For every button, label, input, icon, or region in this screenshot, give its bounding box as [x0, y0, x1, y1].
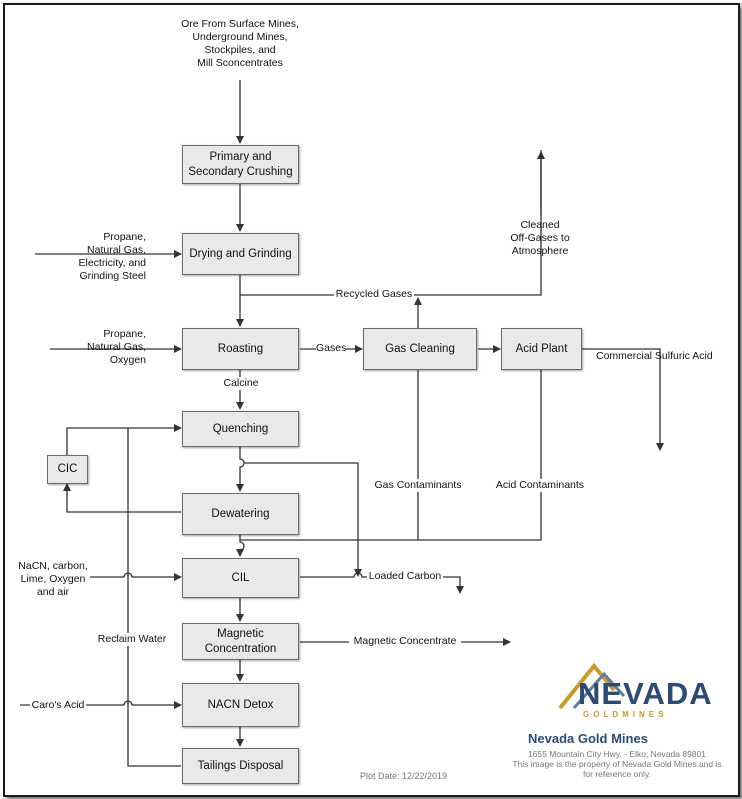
caros-acid-label: Caro's Acid [30, 699, 86, 712]
cic-box: CIC [47, 455, 88, 484]
diagram-frame [3, 3, 740, 797]
dewatering-to-cic-line [63, 483, 181, 513]
quenching-box: Quenching [182, 411, 299, 447]
primary-secondary-crushing-box: Primary and Secondary Crushing [182, 145, 299, 184]
company-address: 1655 Mountain City Hwy. - Elko, Nevada 8… [528, 749, 706, 759]
cleaned-gases-label: Cleaned Off-Gases to Atmosphere [510, 219, 570, 257]
tailings-disposal-box: Tailings Disposal [182, 748, 299, 784]
reclaim-water-line [127, 428, 181, 767]
ore-source-label: Ore From Surface Mines, Underground Mine… [181, 18, 299, 69]
reclaim-water-label: Reclaim Water [96, 633, 168, 646]
dewatering-box: Dewatering [182, 493, 299, 535]
logo-wordmark: NEVADA [578, 676, 713, 711]
company-name: Nevada Gold Mines [528, 731, 648, 746]
cil-inputs-label: NaCN, carbon, Lime, Oxygen and air [18, 560, 88, 598]
sulfuric-acid-label: Commercial Sulfuric Acid [596, 350, 713, 362]
gases-label: Gases [316, 342, 347, 355]
arrow-loaded-carbon [300, 572, 464, 594]
cic-to-quenching-line [66, 424, 182, 455]
roasting-inputs-label: Propane, Natural Gas, Oxygen [87, 328, 146, 366]
arrow-dewatering-to-cil [236, 535, 245, 557]
nacn-detox-box: NACN Detox [182, 683, 299, 727]
nevada-gold-mines-logo-icon [558, 662, 626, 710]
magnetic-concentration-box: Magnetic Concentration [182, 623, 299, 660]
magnetic-concentrate-label: Magnetic Concentrate [349, 635, 461, 648]
loaded-carbon-label: Loaded Carbon [367, 570, 443, 583]
acid-contaminants-line [418, 370, 542, 541]
acid-product-line [582, 348, 664, 451]
arrow-cil-inputs [90, 572, 182, 581]
drying-inputs-label: Propane, Natural Gas, Electricity, and G… [78, 231, 147, 282]
ownership-notice: This image is the property of Nevada Gol… [512, 759, 722, 779]
acid-contaminants-label: Acid Contaminants [492, 479, 588, 492]
arrow-quenching-to-dewatering [236, 447, 245, 492]
plot-date: Plot Date: 12/22/2019 [360, 771, 448, 781]
recycled-gases-label: Recycled Gases [334, 288, 414, 301]
calcine-label: Calcine [222, 377, 260, 390]
logo-subtitle: GOLDMINES [583, 710, 668, 719]
acid-plant-box: Acid Plant [501, 328, 582, 370]
roasting-box: Roasting [182, 328, 299, 370]
gas-cleaning-box: Gas Cleaning [363, 328, 477, 370]
drying-grinding-box: Drying and Grinding [182, 233, 299, 275]
gas-contaminants-label: Gas Contaminants [372, 479, 464, 492]
quench-bypass-line [244, 462, 362, 577]
company-info: 1655 Mountain City Hwy. - Elko, Nevada 8… [508, 749, 726, 779]
cil-box: CIL [182, 558, 299, 598]
